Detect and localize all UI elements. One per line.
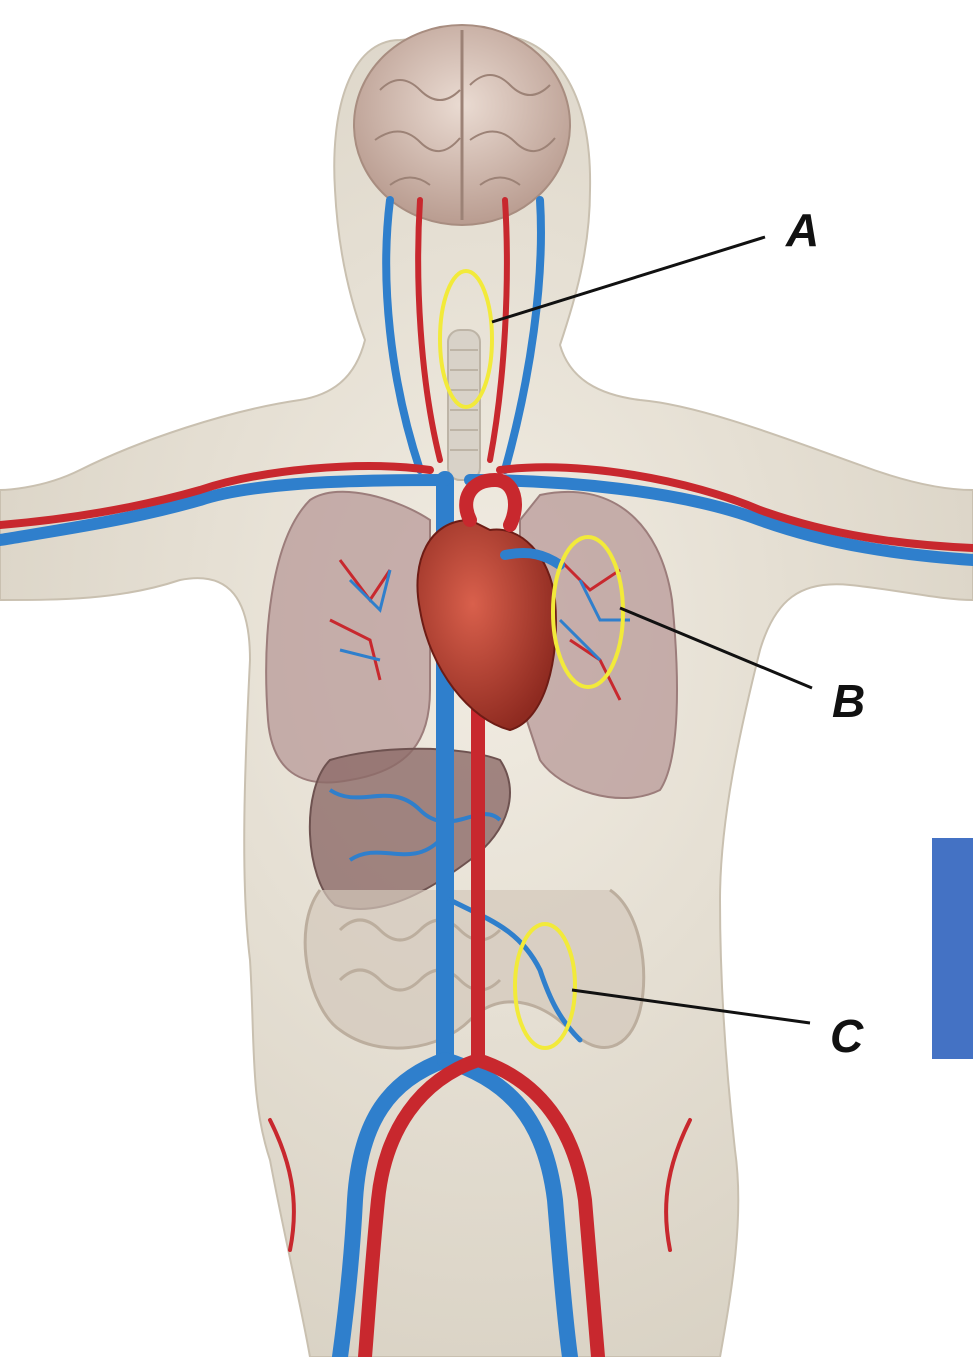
brain (354, 25, 570, 225)
label-b: B (832, 678, 865, 724)
blue-side-panel (932, 838, 973, 1059)
label-a: A (786, 207, 819, 253)
label-c: C (830, 1013, 863, 1059)
